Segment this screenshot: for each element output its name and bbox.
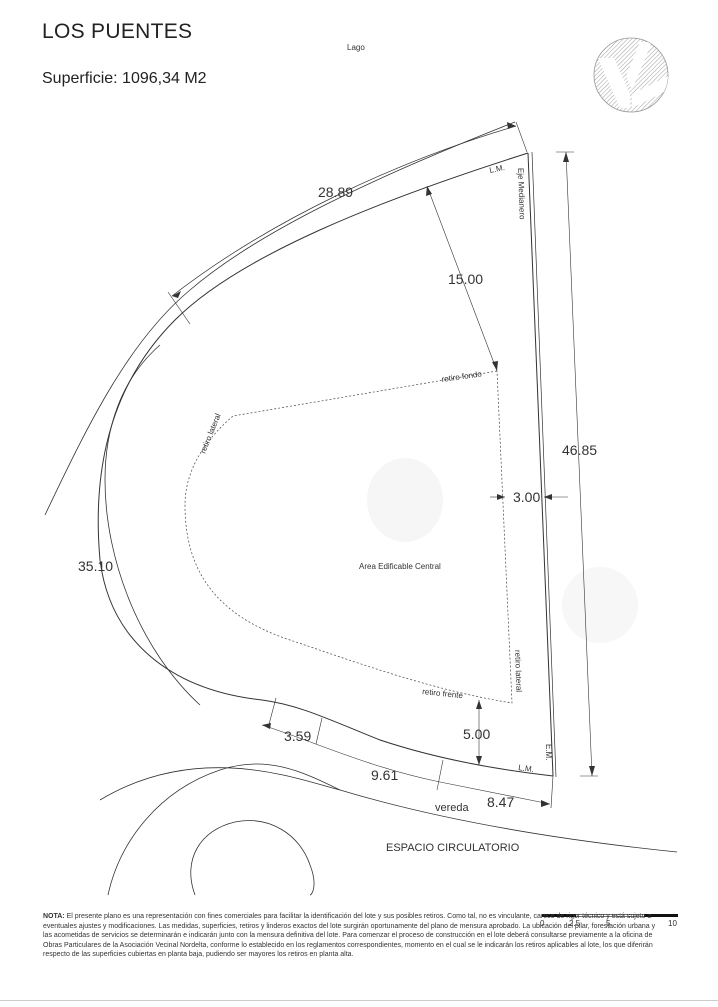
label-em: E.M. [544,744,553,760]
dim-fondo: 15.00 [448,271,483,287]
scale-tick-0: 0 [540,919,545,928]
north-label-lago: Lago [347,43,365,52]
label-lm-bottom: L.M. [518,763,535,774]
label-retiro-fondo: retiro fondo [441,369,483,384]
dim-arc-top: 28.89 [318,184,353,200]
buildable-area-outline [184,370,513,704]
dim-front-small: 3.59 [284,728,311,744]
note-heading: NOTA: [43,913,65,920]
roundabout-inner [190,820,315,896]
dim-front-right: 8.47 [487,794,514,810]
disclaimer-note: NOTA: El presente plano es una represent… [43,912,663,960]
scale-tick-2-5: 2.5 [569,919,581,928]
label-retiro-lateral-right: retiro lateral [513,650,523,693]
scale-tick-10: 10 [668,919,677,928]
outer-arc [44,121,516,516]
lot-boundary-right [527,152,554,777]
page-title: LOS PUENTES [42,20,193,43]
note-text: El presente plano es una representación … [43,913,656,959]
label-retiro-lateral-left: retiro lateral [199,412,223,455]
surface-area: Superficie: 1096,34 M2 [42,70,207,87]
scale-bar: 0 2.5 5 10 [540,914,678,928]
label-lm-top: L.M. [489,163,506,175]
roundabout-outer [107,763,341,896]
label-espacio-circulatorio: ESPACIO CIRCULATORIO [386,842,520,854]
dim-arc-left: 35.10 [78,558,113,574]
label-retiro-frente: retiro frente [422,687,464,700]
scale-tick-5: 5 [606,919,611,928]
label-eje-medianero: Eje Medianero [516,168,527,220]
brand-logo [593,37,669,113]
road-curve-left [104,344,201,706]
right-offset-line [531,151,557,778]
dim-lateral: 3.00 [513,489,540,505]
label-vereda: vereda [435,802,470,814]
dim-front-mid: 9.61 [371,767,398,783]
lot-boundary-arc [97,152,554,777]
page-bottom-edge [0,1000,718,1007]
street-edge-top [99,767,678,853]
dim-frente: 5.00 [463,726,490,742]
dim-right-side: 46.85 [562,442,597,458]
label-area-edificable: Area Edificable Central [359,562,441,571]
